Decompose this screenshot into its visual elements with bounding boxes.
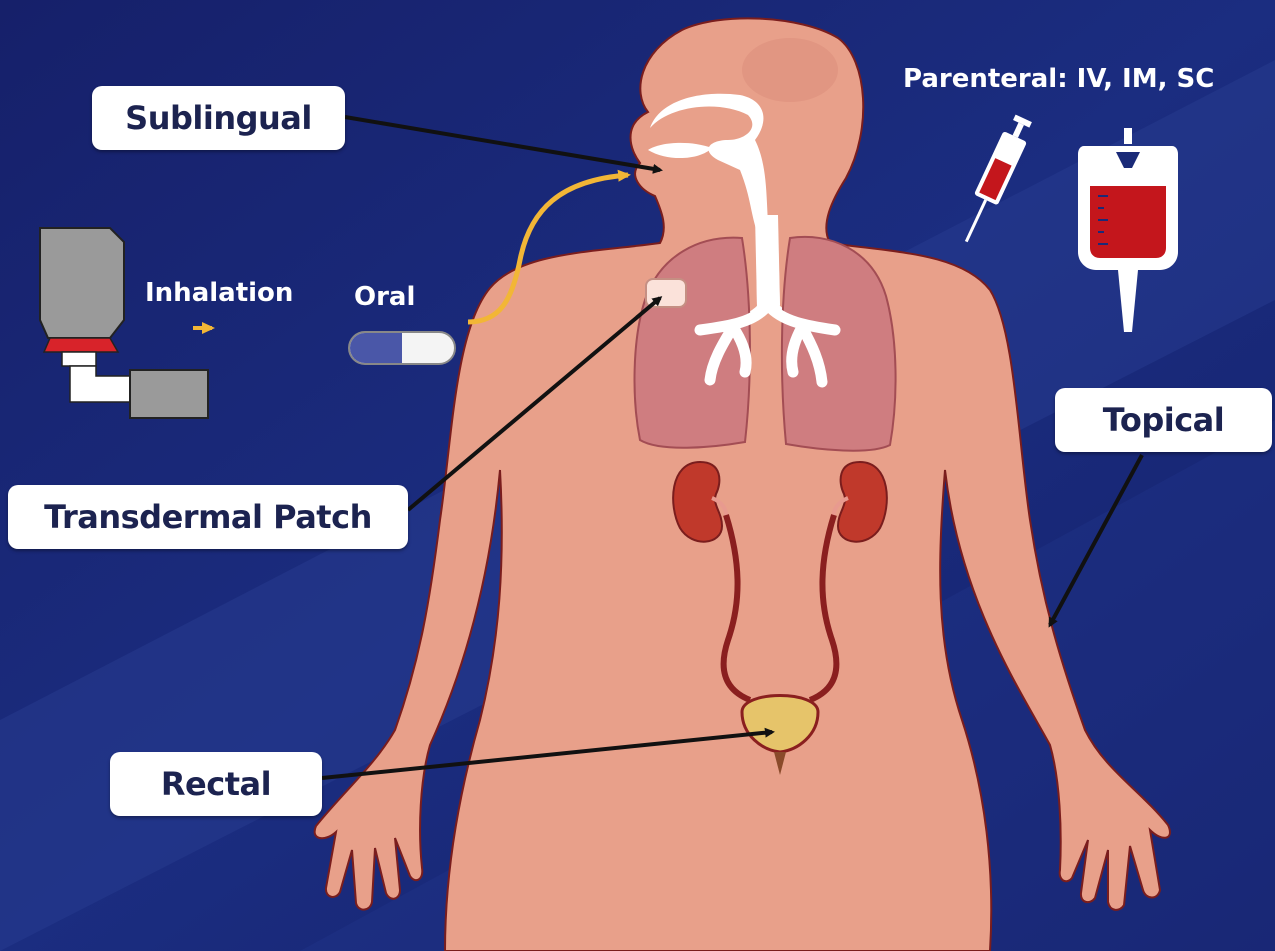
transdermal-patch-label: Transdermal Patch bbox=[8, 485, 408, 549]
sublingual-label: Sublingual bbox=[92, 86, 345, 150]
iv-hanger bbox=[1124, 128, 1132, 144]
inhaler-mouthpiece bbox=[130, 370, 208, 418]
oral-label: Oral bbox=[354, 282, 415, 312]
capsule-graphic bbox=[349, 332, 455, 364]
left-kidney bbox=[673, 462, 722, 542]
right-kidney bbox=[838, 462, 887, 542]
inhaler-neck bbox=[62, 352, 96, 366]
parenteral-label: Parenteral: IV, IM, SC bbox=[903, 64, 1214, 94]
trachea-overlay bbox=[756, 230, 780, 310]
inhalation-label: Inhalation bbox=[145, 278, 293, 308]
rectal-label: Rectal bbox=[110, 752, 322, 816]
inhaler-canister bbox=[40, 228, 124, 338]
capsule-blue-half bbox=[350, 333, 402, 363]
head-highlight bbox=[742, 38, 838, 102]
topical-label: Topical bbox=[1055, 388, 1272, 452]
inhaler-collar bbox=[44, 338, 118, 352]
